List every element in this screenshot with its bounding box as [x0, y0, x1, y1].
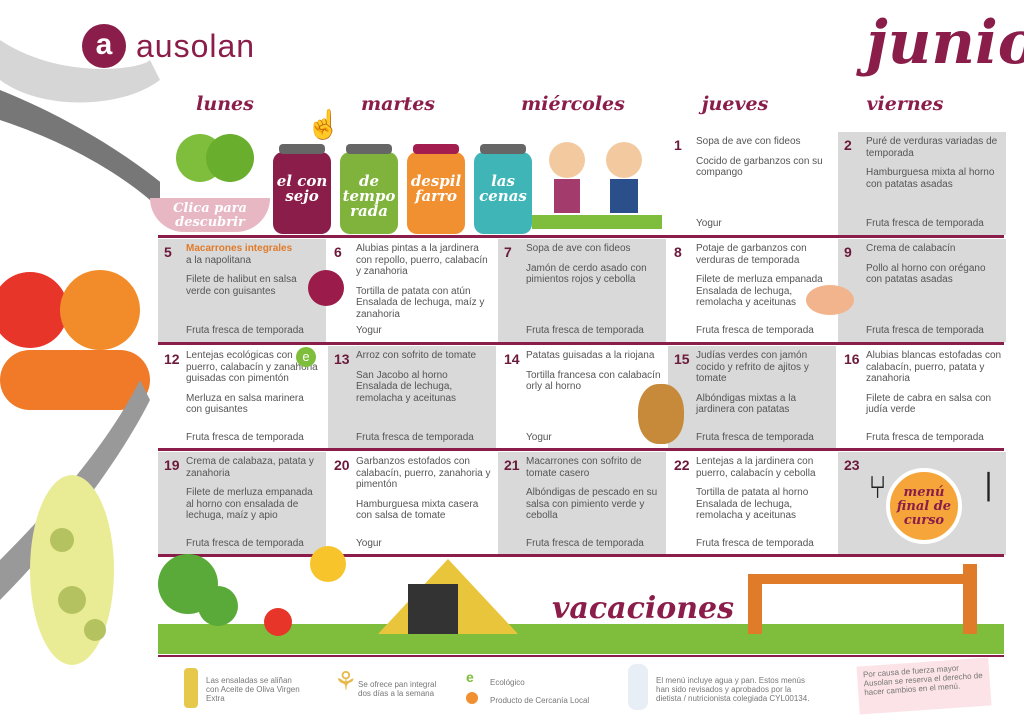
footer-cercania: Producto de Cercanía Local	[490, 696, 590, 705]
olive-oil-icon	[184, 668, 198, 708]
footer-eco: Ecológico	[490, 678, 525, 687]
beetroot-icon	[308, 270, 344, 306]
brand-logo-icon: a	[82, 24, 126, 68]
pepper-icon	[60, 270, 140, 350]
carrot-icon	[0, 350, 150, 410]
row-divider	[158, 448, 1004, 451]
click-to-discover-button[interactable]: Clica para descubrir	[150, 198, 270, 232]
wheat-icon: ⚘	[334, 666, 358, 696]
row-divider	[158, 235, 1004, 238]
day-header-jueves: jueves	[701, 93, 769, 115]
left-decoration	[0, 40, 160, 665]
vacaciones-title: vacaciones	[552, 591, 735, 626]
menu-day-23: 23 menú final de curso ⑂ ∣	[838, 452, 1006, 555]
bean-pod-icon	[30, 475, 114, 665]
footer-divider	[158, 655, 1004, 657]
row-divider	[158, 554, 1004, 557]
local-product-icon	[466, 692, 478, 704]
brand-name: ausolan	[136, 28, 256, 64]
row-divider	[158, 342, 1004, 345]
eco-icon: e	[296, 347, 316, 367]
jar-despilfarro[interactable]: despil farro	[407, 144, 465, 234]
day-header-viernes: viernes	[866, 93, 944, 115]
day-header-lunes: lunes	[196, 93, 254, 115]
dietitian-icon	[628, 664, 648, 710]
pointer-hand-icon: ☝	[306, 109, 341, 140]
eco-icon: e	[466, 669, 474, 685]
tomato-icon	[0, 272, 68, 348]
day-header-miercoles: miércoles	[521, 93, 625, 115]
apple-mascot-icon	[170, 128, 260, 188]
jar-las-cenas[interactable]: las cenas	[474, 144, 532, 234]
knife-icon: ∣	[981, 469, 996, 502]
footer-agua: El menú incluye agua y pan. Estos menús …	[656, 676, 810, 703]
footer-pan: Se ofrece pan integral dos días a la sem…	[358, 680, 437, 698]
eggs-icon	[806, 285, 854, 315]
footer-aviso: Por causa de fuerza mayor Ausolan se res…	[856, 657, 992, 715]
vacation-scene	[158, 546, 1004, 654]
day-header-martes: martes	[361, 93, 435, 115]
final-course-menu-badge[interactable]: menú final de curso	[886, 468, 962, 544]
jar-de-temporada[interactable]: de tempo rada	[340, 144, 398, 234]
footer-ensaladas: Las ensaladas se aliñan con Aceite de Ol…	[206, 676, 300, 703]
jar-el-consejo[interactable]: el con sejo	[273, 144, 331, 234]
children-illustration	[532, 135, 662, 231]
fork-icon: ⑂	[868, 469, 888, 505]
potato-icon	[638, 384, 684, 444]
month-title: junio	[866, 8, 1024, 78]
